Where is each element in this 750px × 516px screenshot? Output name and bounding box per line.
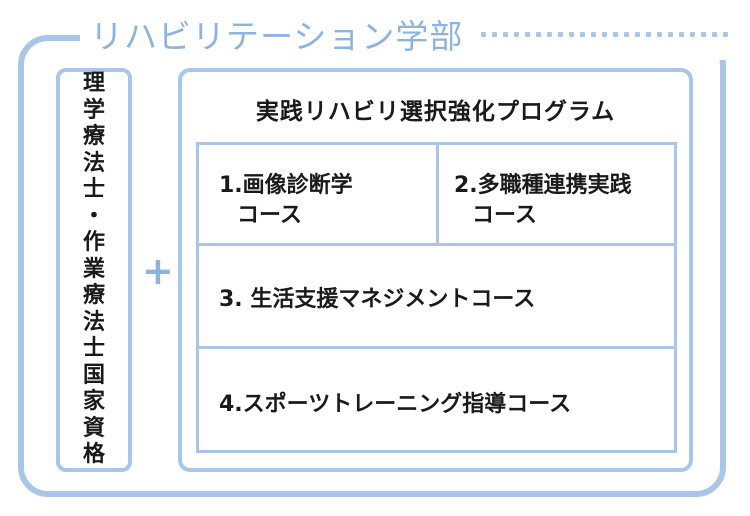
plus-icon: +	[142, 249, 174, 293]
faculty-header: リハビリテーション学部	[80, 8, 739, 60]
dotted-divider	[481, 31, 729, 37]
course-1: 1.画像診断学 コース	[199, 145, 439, 246]
course-2: 2.多職種連携実践 コース	[439, 145, 674, 246]
program-box: 実践リハビリ選択強化プログラム 1.画像診断学 コース 2.多職種連携実践 コー…	[178, 68, 693, 472]
faculty-title: リハビリテーション学部	[90, 17, 464, 56]
course-4: 4.スポーツトレーニング指導コース	[219, 392, 572, 417]
program-title: 実践リハビリ選択強化プログラム	[255, 99, 616, 125]
course-grid: 1.画像診断学 コース 2.多職種連携実践 コース 3. 生活支援マネジメントコ…	[196, 142, 677, 453]
course-3: 3. 生活支援マネジメントコース	[199, 246, 674, 349]
qualification-label: 理 学 療 法 士 ・ 作 業 療 法 士 国 家 資 格	[82, 71, 105, 468]
qualification-box: 理 学 療 法 士 ・ 作 業 療 法 士 国 家 資 格	[56, 68, 132, 472]
